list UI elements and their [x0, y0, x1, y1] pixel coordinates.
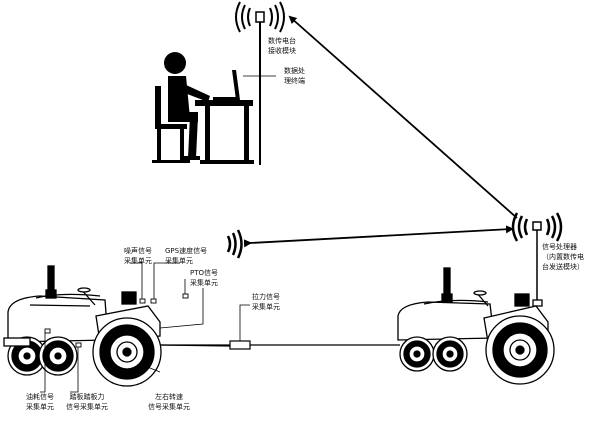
noise-signal-label: 噪声信号 采集单元	[124, 247, 152, 265]
receiver-antenna	[235, 1, 285, 165]
leader-lines	[40, 262, 250, 393]
tension-signal-label: 拉力信号 采集单元	[252, 293, 280, 311]
left-signal-waves	[226, 229, 243, 259]
data-terminal-label: 数据处 理终端	[284, 67, 305, 85]
fuel-signal-label: 油耗信号 采集单元	[26, 393, 54, 411]
left-tractor	[3, 265, 231, 387]
drawbar	[160, 340, 400, 350]
operator-at-terminal	[152, 52, 254, 164]
processor-node	[532, 221, 542, 231]
radio-receiver-label: 数传电台 接收模块	[268, 37, 296, 55]
pto-signal-label: PTO信号 采集单元	[190, 269, 219, 287]
wheel-speed-label: 左右转速 信号采集单元	[148, 393, 190, 411]
uplink-arrow	[288, 15, 518, 219]
gps-speed-label: GPS速度信号 采集单元	[165, 247, 208, 265]
link-arrow	[243, 225, 514, 248]
signal-processor-label: 信号处理器 （内置数传电 台发送模块）	[542, 243, 584, 271]
right-tractor	[397, 267, 555, 385]
pedal-force-label: 踏板踏板力 信号采集单元	[66, 393, 108, 411]
sensor-markers	[44, 293, 189, 348]
right-signal-waves	[511, 212, 563, 242]
